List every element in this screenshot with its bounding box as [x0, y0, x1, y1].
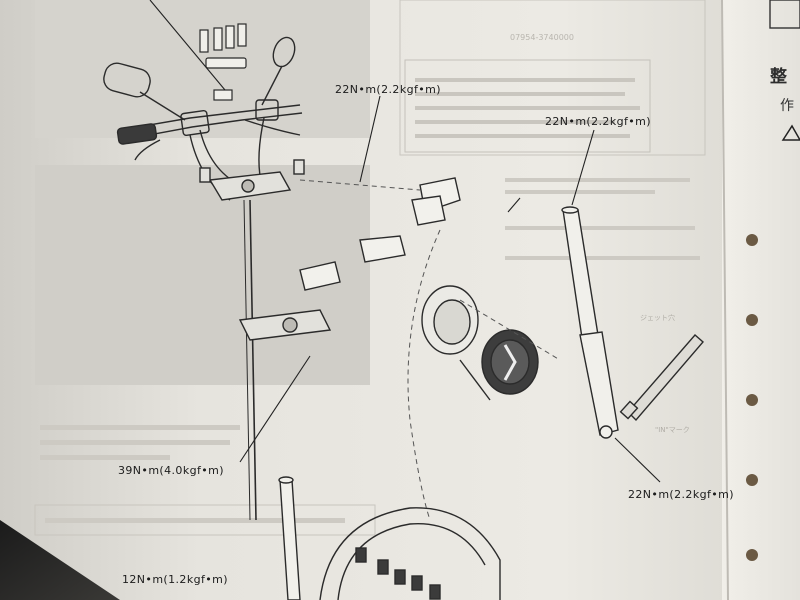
right-page: 整 作 [721, 0, 800, 600]
binder-hole [746, 394, 758, 406]
binder-hole [746, 234, 758, 246]
meter-assembly [299, 177, 461, 291]
faint-caution-box [34, 504, 376, 536]
explode-lines [299, 179, 561, 521]
torque-label-top-center: 22N•m(2.2kgf•m) [335, 83, 441, 96]
leader-lines [149, 0, 661, 483]
in-mark-text: "IN"マーク [655, 426, 690, 434]
jet-note-text: ジェット穴 [640, 313, 675, 322]
torque-label-bottom-left: 12N•m(1.2kgf•m) [122, 573, 228, 586]
holder-bolts [199, 23, 247, 101]
right-page-heading: 整 [770, 66, 787, 87]
binder-hole [746, 474, 758, 486]
tool-number-text: 07954-3740000 [510, 33, 574, 42]
dark-corner [0, 520, 120, 600]
torque-label-right-lower: 22N•m(2.2kgf•m) [628, 488, 734, 501]
faint-text-rows [40, 78, 700, 523]
handlebar-assembly [103, 36, 303, 201]
top-bridge [199, 159, 332, 521]
front-fender [319, 507, 501, 600]
torque-label-right-upper: 22N•m(2.2kgf•m) [545, 115, 651, 128]
torque-label-left-middle: 39N•m(4.0kgf•m) [118, 464, 224, 477]
binder-hole [746, 549, 758, 561]
faint-note-box-inner [404, 59, 651, 153]
photo-panel-top [35, 0, 370, 138]
right-fork [561, 206, 619, 439]
front-axle [619, 334, 704, 422]
binder-hole [746, 314, 758, 326]
left-fork [278, 476, 301, 600]
right-page-sub: 作 [780, 98, 794, 114]
headlight-assembly [421, 285, 539, 401]
faint-note-box [399, 0, 706, 156]
